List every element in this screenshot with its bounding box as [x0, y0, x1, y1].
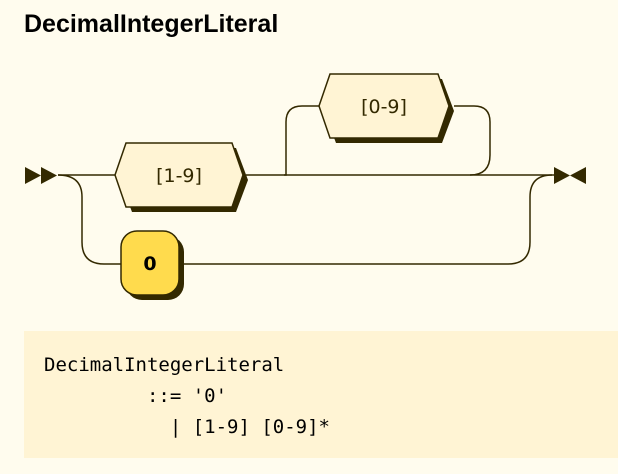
railroad-diagram: [1-9] [0-9] 0	[25, 73, 586, 300]
node-zero-terminal: 0	[120, 230, 184, 300]
ebnf-definition: DecimalIntegerLiteral ::= '0' | [1-9] [0…	[24, 331, 618, 458]
node-zero-label: 0	[143, 253, 156, 275]
loop-left-branch	[284, 105, 326, 176]
zero-branch-out	[180, 174, 553, 265]
connector-lines	[57, 105, 554, 265]
node-nonzero-digit: [1-9]	[114, 142, 248, 212]
node-digit-label: [0-9]	[361, 96, 407, 118]
start-marker-icon	[25, 167, 57, 184]
rule-title: DecimalIntegerLiteral	[24, 10, 279, 38]
ebnf-text: DecimalIntegerLiteral ::= '0' | [1-9] [0…	[24, 331, 618, 443]
ebnf-line-rule-name: DecimalIntegerLiteral	[44, 354, 285, 376]
ebnf-line-digits-alternative: | [1-9] [0-9]*	[44, 416, 330, 438]
zero-branch-in	[57, 174, 124, 265]
ebnf-line-zero-alternative: ::= '0'	[44, 385, 228, 407]
end-marker-icon	[554, 167, 586, 184]
node-digit: [0-9]	[318, 73, 454, 143]
loop-right-branch	[454, 105, 491, 176]
node-nonzero-label: [1-9]	[156, 165, 202, 187]
